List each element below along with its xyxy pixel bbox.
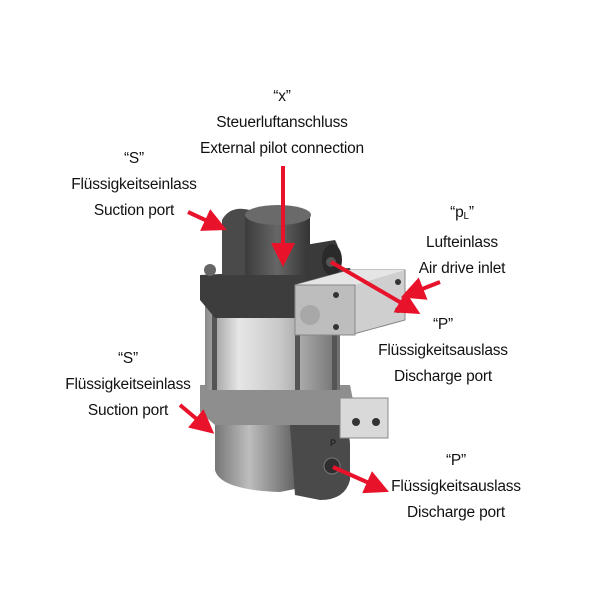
label-air-inlet: “pL” Lufteinlass Air drive inlet <box>419 200 506 282</box>
air-inlet-en: Air drive inlet <box>418 260 506 277</box>
arrow-suction-upper <box>187 209 227 231</box>
pilot-de: Steuerluftanschluss <box>216 114 348 131</box>
pilot-en: External pilot connection <box>200 140 364 157</box>
arrow-discharge-upper <box>329 260 421 315</box>
air-inlet-de: Lufteinlass <box>426 234 498 251</box>
discharge-lower-de: Flüssigkeitsauslass <box>391 478 521 495</box>
arrow-air-inlet <box>400 277 441 300</box>
discharge-lower-en: Discharge port <box>406 504 505 521</box>
air-inlet-code: “pL” <box>450 204 474 222</box>
discharge-upper-de: Flüssigkeitsauslass <box>378 342 508 359</box>
suction-upper-code: “S” <box>123 150 145 167</box>
suction-upper-de: Flüssigkeitseinlass <box>71 176 197 193</box>
arrow-suction-lower <box>178 403 215 434</box>
pilot-code: “x” <box>273 88 291 105</box>
discharge-lower-code: “P” <box>445 452 467 469</box>
suction-upper-en: Suction port <box>93 202 175 219</box>
suction-lower-de: Flüssigkeitseinlass <box>65 376 191 393</box>
part-marking-p: P <box>330 438 336 448</box>
suction-lower-en: Suction port <box>87 402 169 419</box>
label-discharge-upper: “P” Flüssigkeitsauslass Discharge port <box>378 312 508 390</box>
discharge-upper-en: Discharge port <box>393 368 492 385</box>
air-inlet-code-sub: L <box>463 211 470 222</box>
label-suction-upper: “S” Flüssigkeitseinlass Suction port <box>71 146 197 224</box>
label-pilot-connection: “x” Steuerluftanschluss External pilot c… <box>200 84 364 162</box>
label-suction-lower: “S” Flüssigkeitseinlass Suction port <box>65 346 191 424</box>
air-inlet-block <box>294 269 406 336</box>
air-inlet-code-main: p <box>455 204 464 221</box>
lower-pump-body: P <box>200 385 389 500</box>
discharge-upper-code: “P” <box>432 316 454 333</box>
suction-lower-code: “S” <box>117 350 139 367</box>
arrow-discharge-lower <box>332 465 389 494</box>
label-discharge-lower: “P” Flüssigkeitsauslass Discharge port <box>391 448 521 526</box>
